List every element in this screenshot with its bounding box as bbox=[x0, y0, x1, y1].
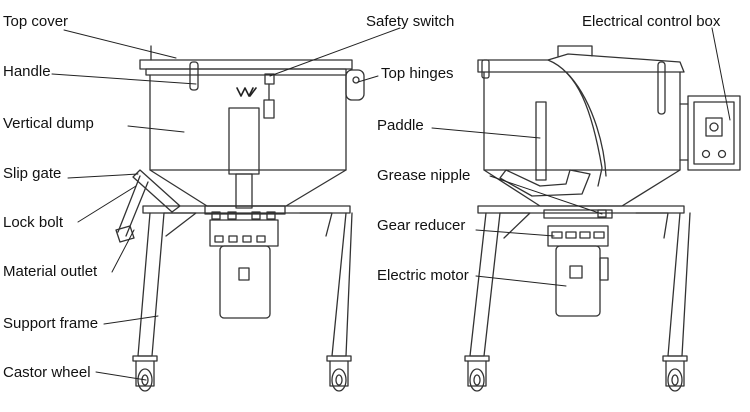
left-motor-plate bbox=[238, 267, 250, 281]
right-castor-left bbox=[464, 355, 490, 392]
right-electric-motor bbox=[555, 245, 601, 317]
label-safety-switch: Safety switch bbox=[366, 13, 454, 30]
left-castor-left bbox=[132, 355, 158, 392]
left-flange bbox=[204, 205, 286, 215]
left-leg-left bbox=[137, 212, 165, 357]
leader-lines bbox=[51, 27, 731, 381]
right-paddle bbox=[535, 101, 547, 181]
label-electric-motor: Electric motor bbox=[377, 267, 469, 284]
leader-vertical-dump bbox=[127, 125, 185, 133]
right-hinge-right bbox=[657, 61, 666, 115]
label-gear-reducer: Gear reducer bbox=[377, 217, 465, 234]
leader-safety-switch bbox=[269, 27, 401, 77]
label-handle: Handle bbox=[3, 63, 51, 80]
label-castor-wheel: Castor wheel bbox=[3, 364, 91, 381]
left-electric-motor bbox=[219, 245, 271, 319]
leader-grease-nipple bbox=[489, 175, 603, 215]
leader-castor-wheel bbox=[95, 371, 147, 381]
right-paddle-blade bbox=[499, 169, 591, 197]
electrical-control-box-device bbox=[679, 95, 741, 171]
right-motor-plate bbox=[569, 265, 583, 279]
left-outlet-chute-a bbox=[117, 175, 141, 233]
leader-paddle bbox=[431, 127, 541, 139]
leader-material-outlet bbox=[111, 229, 135, 273]
right-flange bbox=[543, 209, 613, 219]
right-inner-curve bbox=[565, 71, 607, 177]
leader-handle bbox=[51, 73, 197, 85]
leader-control-box bbox=[711, 27, 731, 121]
right-leg-left bbox=[469, 212, 501, 357]
left-castor-right bbox=[326, 355, 352, 392]
label-vertical-dump: Vertical dump bbox=[3, 115, 94, 132]
leader-slip-gate bbox=[67, 173, 139, 179]
leader-electric-motor bbox=[475, 275, 567, 287]
left-mixer bbox=[115, 45, 365, 392]
left-top-hinge bbox=[345, 69, 365, 101]
left-center-shaft bbox=[235, 173, 253, 209]
left-center-column bbox=[228, 107, 260, 175]
right-gear-reducer-teeth bbox=[551, 231, 605, 239]
leader-top-hinges bbox=[357, 75, 379, 83]
right-hinge-left bbox=[481, 59, 490, 79]
label-electrical-control-box: Electrical control box bbox=[582, 13, 721, 30]
brand-logo bbox=[236, 87, 257, 97]
label-top-hinges: Top hinges bbox=[381, 65, 454, 82]
right-castor-right bbox=[662, 355, 688, 392]
right-leg-left-brace bbox=[499, 212, 531, 239]
label-paddle: Paddle bbox=[377, 117, 424, 134]
leader-top-cover bbox=[63, 29, 177, 59]
right-grease-nipple-device bbox=[597, 209, 607, 218]
label-material-outlet: Material outlet bbox=[3, 263, 98, 280]
right-cover-open-curve bbox=[547, 59, 603, 187]
right-frame-beam bbox=[477, 205, 685, 214]
label-support-frame: Support frame bbox=[3, 315, 98, 332]
right-top-handle bbox=[557, 45, 593, 57]
left-leg-right-brace bbox=[299, 212, 333, 237]
leader-support-frame bbox=[103, 315, 159, 325]
right-mixer bbox=[464, 45, 741, 392]
right-gear-reducer bbox=[547, 225, 609, 247]
right-top-cover bbox=[477, 53, 685, 73]
left-outlet-mouth bbox=[115, 225, 135, 243]
right-motor-cap bbox=[599, 257, 609, 281]
left-frame-beam bbox=[142, 205, 351, 214]
leader-lock-bolt bbox=[77, 185, 137, 223]
right-leg-right bbox=[667, 212, 691, 357]
label-slip-gate: Slip gate bbox=[3, 165, 61, 182]
safety-switch-device bbox=[263, 73, 275, 119]
left-gear-reducer-teeth bbox=[214, 235, 266, 243]
leader-gear-reducer bbox=[475, 229, 555, 237]
left-leg-right bbox=[331, 212, 353, 357]
right-leg-right-brace bbox=[635, 212, 669, 239]
label-top-cover: Top cover bbox=[3, 13, 68, 30]
label-lock-bolt: Lock bolt bbox=[3, 214, 64, 231]
left-top-cover bbox=[139, 59, 353, 70]
left-leg-left-brace bbox=[163, 212, 197, 237]
label-grease-nipple: Grease nipple bbox=[377, 167, 470, 184]
left-top-cover-lip bbox=[145, 68, 347, 76]
labels: Top cover Handle Vertical dump Slip gate… bbox=[3, 13, 721, 381]
left-flange-bolts bbox=[211, 211, 276, 220]
left-handle bbox=[189, 61, 199, 91]
